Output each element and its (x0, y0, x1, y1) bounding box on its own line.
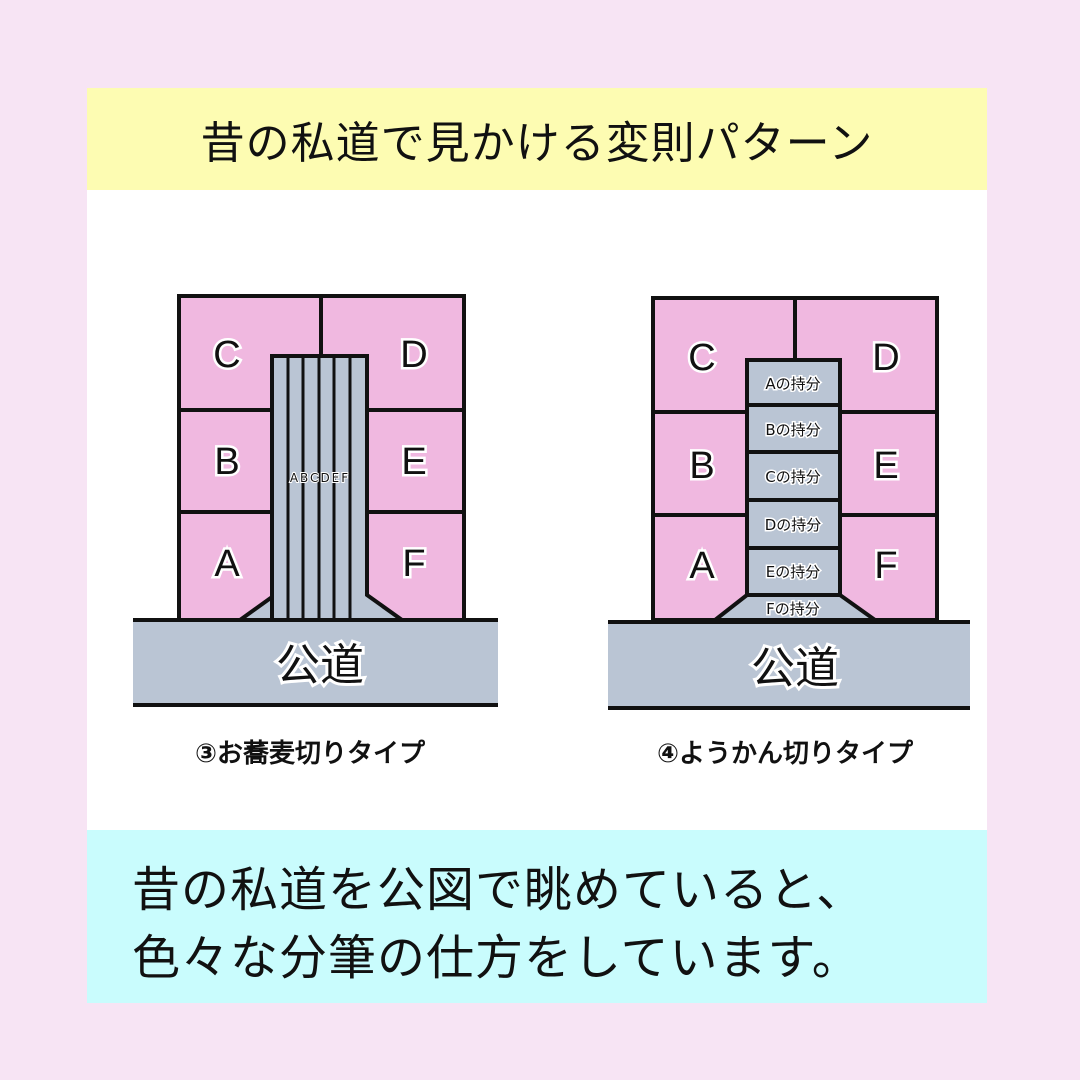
lot-label-c: C (213, 334, 240, 376)
title-banner: 昔の私道で見かける変則パターン (87, 88, 987, 190)
share-label-a: Aの持分 (765, 375, 820, 393)
share-label-c: Cの持分 (765, 468, 820, 486)
share-label-b: Bの持分 (765, 421, 820, 439)
lot-label-c: C (688, 337, 715, 379)
share-label-d: Dの持分 (765, 516, 822, 534)
lot-label-a: A (689, 545, 715, 587)
road-label: 公道 (751, 643, 839, 694)
road-label: 公道 (276, 640, 364, 691)
share-label-f: Fの持分 (766, 600, 820, 618)
footer-line-2: 色々な分筆の仕方をしています。 (132, 930, 861, 986)
lot-label-f: F (874, 545, 897, 587)
footer-line-1: 昔の私道を公図で眺めていると、 (132, 862, 866, 918)
caption-soba: ③お蕎麦切りタイプ (195, 739, 426, 769)
lot-label-f: F (402, 543, 425, 585)
lot-label-d: D (872, 337, 899, 379)
private-road-strip (233, 354, 409, 622)
lot-label-d: D (400, 334, 427, 376)
lot-label-e: E (401, 441, 426, 483)
footer-banner: 昔の私道を公図で眺めていると、 色々な分筆の仕方をしています。 (87, 830, 987, 1003)
lot-label-a: A (214, 543, 240, 585)
lot-label-e: E (873, 445, 898, 487)
page-title: 昔の私道で見かける変則パターン (200, 118, 874, 169)
share-label-e: Eの持分 (766, 563, 820, 581)
lot-label-b: B (214, 441, 239, 483)
strip-label: ABCDEF (290, 471, 350, 485)
diagram-soba-type (133, 294, 498, 707)
public-road (133, 620, 498, 705)
lot-label-b: B (689, 445, 714, 487)
public-road (608, 622, 970, 708)
diagram-yokan-type (608, 296, 970, 710)
caption-yokan: ④ようかん切りタイプ (657, 739, 914, 769)
